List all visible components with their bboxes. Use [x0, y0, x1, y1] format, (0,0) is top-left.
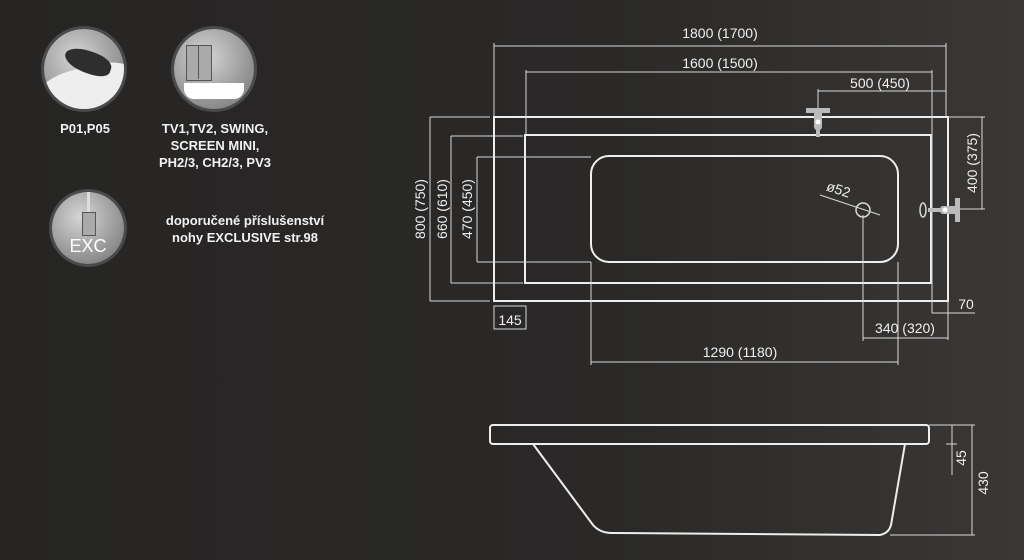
- dim-width-inner: 660 (610): [434, 179, 450, 239]
- legs-icon: EXC: [52, 192, 124, 264]
- dim-rim-height: 45: [953, 450, 969, 466]
- drain-icon: [855, 202, 871, 218]
- tub-outer-outline: [493, 116, 949, 302]
- bath-screen-icon: [174, 29, 254, 109]
- tub-side-rim: [489, 424, 930, 445]
- bath-screen-label: TV1,TV2, SWING, SCREEN MINI, PH2/3, CH2/…: [159, 121, 271, 170]
- dim-tap-offset: 500 (450): [850, 75, 910, 91]
- dim-drain-diameter: ø52: [825, 178, 853, 201]
- headrest-icon: [44, 29, 124, 109]
- dim-length-inner: 1600 (1500): [682, 55, 758, 71]
- dim-rim-right: 70: [958, 296, 974, 312]
- dim-rim-left: 145: [498, 312, 522, 328]
- dim-width-outer: 800 (750): [412, 179, 428, 239]
- side-tap-icon: [928, 198, 960, 222]
- dim-total-height: 430: [975, 471, 991, 495]
- dim-basin-length: 1290 (1180): [703, 344, 777, 360]
- dim-tap-side-offset: 400 (375): [964, 133, 980, 193]
- dim-width-basin: 470 (450): [459, 179, 475, 239]
- legs-icon-text: EXC: [69, 236, 107, 256]
- legs-label: doporučené příslušenství nohy EXCLUSIVE …: [165, 213, 325, 245]
- tub-basin-outline: [590, 155, 899, 263]
- tub-side-body: [532, 443, 906, 537]
- dim-length-outer: 1800 (1700): [682, 25, 758, 41]
- dim-drain-offset: 340 (320): [875, 320, 935, 336]
- headrest-label: P01,P05: [60, 121, 110, 136]
- tap-icon: [806, 108, 830, 137]
- overflow-icon: [919, 202, 927, 218]
